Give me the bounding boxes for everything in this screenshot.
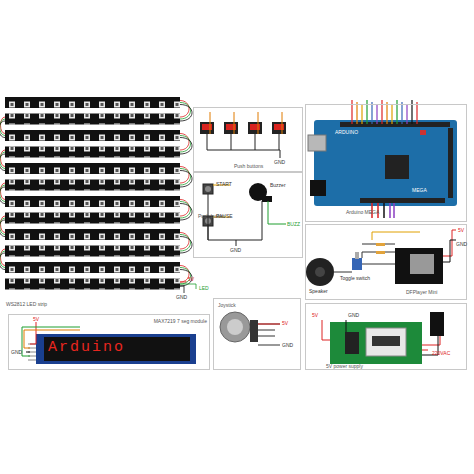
led-strip	[5, 180, 180, 191]
led-row	[5, 279, 180, 290]
led-strip	[5, 97, 180, 108]
pin-label: GND	[230, 248, 241, 253]
led-strips	[0, 97, 196, 293]
led-strip	[5, 130, 180, 141]
component-panel: Arduino MEGA	[305, 104, 467, 222]
led-row	[5, 114, 180, 125]
led-strip	[5, 147, 180, 158]
component-panel: Push button	[193, 172, 303, 258]
pin-label: 5V	[282, 321, 288, 326]
led-strip	[5, 262, 180, 273]
led-strip	[5, 229, 180, 240]
led-row	[5, 213, 180, 224]
pin-label: Buzzer	[270, 183, 286, 188]
pin-label: GND	[274, 160, 285, 165]
led-strip	[5, 246, 180, 257]
pin-label: WS2812 LED strip	[6, 302, 47, 307]
led-row	[5, 196, 180, 207]
led-row	[5, 130, 180, 141]
component-panel: 5V power supply	[305, 303, 467, 370]
pin-label: START	[216, 182, 232, 187]
pin-label: BUZZ	[287, 222, 300, 227]
led-strip	[5, 279, 180, 290]
component-caption: Push buttons	[234, 163, 263, 169]
display-text: Arduino	[48, 340, 125, 355]
component-caption: Arduino MEGA	[346, 209, 379, 215]
led-strip	[5, 163, 180, 174]
component-caption: Joystick	[218, 302, 236, 308]
joystick-module	[220, 312, 280, 345]
pin-label: GND	[11, 350, 22, 355]
led-row	[5, 163, 180, 174]
pin-label: Speaker	[309, 289, 328, 294]
pin-label: GND	[348, 313, 359, 318]
pin-label: 5V	[188, 277, 194, 282]
pin-label: GND	[176, 295, 187, 300]
power-supply	[322, 312, 444, 364]
led-row	[5, 97, 180, 108]
led-row	[5, 147, 180, 158]
pin-label: LED	[199, 286, 209, 291]
pin-label: GND	[282, 343, 293, 348]
pin-label: ARDUINO	[335, 130, 358, 135]
component-panel: Joystick	[213, 298, 301, 370]
pin-label: PAUSE	[216, 214, 233, 219]
led-row	[5, 262, 180, 273]
pin-label: 5V	[312, 313, 318, 318]
arduino-mega-board	[308, 100, 457, 218]
push-buttons	[200, 112, 286, 158]
component-caption: MAX7219 7 seg module	[154, 318, 207, 324]
dfplayer-speaker	[306, 230, 456, 286]
led-row	[5, 229, 180, 240]
led-strip	[5, 196, 180, 207]
component-caption: DFPlayer Mini	[406, 289, 437, 295]
pin-label: 220VAC	[432, 351, 450, 356]
led-strip	[5, 213, 180, 224]
pin-label: Toggle switch	[340, 276, 370, 281]
seven-segment-module	[22, 322, 196, 364]
component-panel: DFPlayer Mini	[305, 224, 467, 300]
pin-label: MEGA	[412, 188, 427, 193]
led-row	[5, 180, 180, 191]
pin-label: GND	[456, 242, 467, 247]
component-panel: Push buttons	[193, 107, 303, 172]
led-row	[5, 246, 180, 257]
pin-label: 5V	[33, 317, 39, 322]
component-caption: 5V power supply	[326, 363, 363, 369]
led-strip	[5, 114, 180, 125]
pin-label: 5V	[458, 228, 464, 233]
